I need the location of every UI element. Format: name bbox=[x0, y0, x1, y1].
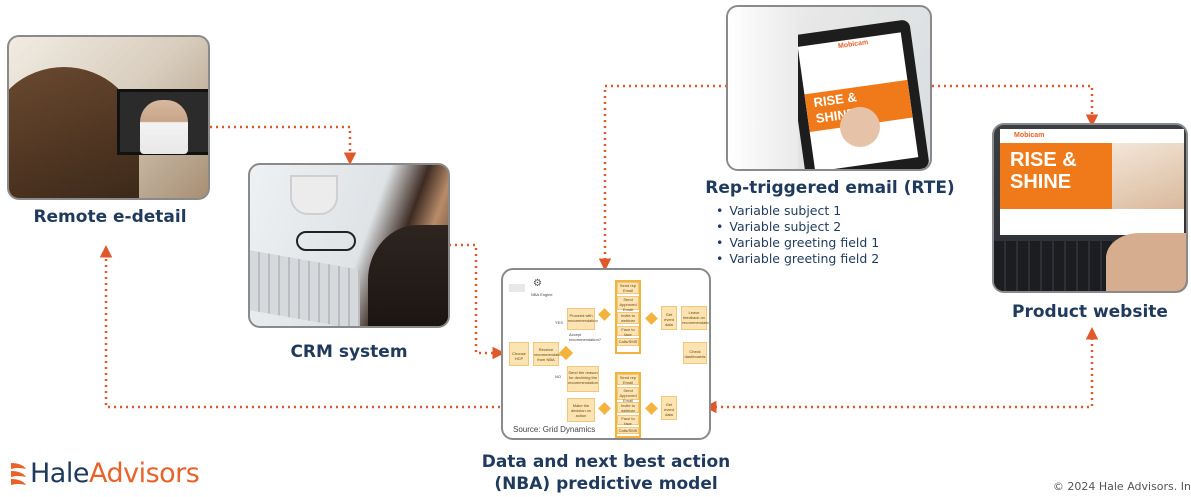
typing-hands bbox=[1106, 233, 1186, 291]
connector-crm-to-nba bbox=[449, 243, 505, 360]
flow-check: Check dashboards bbox=[683, 342, 707, 364]
flow-channel-group-top: Send rep Email Send Approved Email Invit… bbox=[615, 280, 641, 354]
product-website-label: Product website bbox=[1012, 302, 1168, 322]
flow-channel-group-bottom: Send rep Email Send Approved Email Invit… bbox=[615, 372, 641, 438]
rte-label: Rep-triggered email (RTE) bbox=[705, 178, 955, 198]
product-website-image: Mobicam RISE & SHINE bbox=[992, 123, 1188, 293]
logo-part2: Advisors bbox=[88, 458, 200, 489]
nba-source-note: Source: Grid Dynamics bbox=[513, 425, 596, 434]
flow-send-approved: Send Approved Email bbox=[617, 296, 639, 312]
remote-e-detail-image bbox=[7, 35, 210, 200]
tablet-brand: Mobicam bbox=[837, 39, 869, 51]
logo-wordmark: HaleAdvisors bbox=[30, 458, 200, 489]
nba-label-line2: (NBA) predictive model bbox=[494, 474, 718, 494]
flow-proceed: Proceed with recommendation bbox=[567, 308, 598, 330]
flow-decision-1 bbox=[558, 345, 574, 361]
remote-e-detail-label: Remote e-detail bbox=[33, 207, 187, 227]
flow-make-decision: Make the decision on action bbox=[567, 398, 595, 422]
flow-face: Face to face bbox=[617, 326, 639, 337]
rte-bullet: Variable subject 2 bbox=[716, 219, 879, 235]
laptop-screen bbox=[117, 89, 208, 155]
flow-engine-label: NBA Engine bbox=[531, 292, 553, 297]
flow-receive: Receive recommendation from NBA bbox=[533, 342, 564, 366]
website-headline-2: SHINE bbox=[1010, 171, 1072, 193]
rte-bullet: Variable subject 1 bbox=[716, 203, 879, 219]
rte-image: Mobicam RISE & SHINE bbox=[726, 5, 932, 171]
rte-bullet: Variable greeting field 2 bbox=[716, 251, 879, 267]
copyright-notice: © 2024 Hale Advisors. In bbox=[1052, 480, 1191, 493]
glasses bbox=[296, 231, 356, 251]
crm-system-image bbox=[248, 163, 450, 328]
hale-advisors-logo: HaleAdvisors bbox=[8, 458, 200, 489]
nba-model-image: ⚙ NBA Engine Choose HCP Receive recommen… bbox=[501, 268, 711, 440]
flow-send-reason: Send the reason for declining the recomm… bbox=[567, 366, 599, 392]
flow-yes: YES bbox=[555, 320, 564, 325]
doctor-arm bbox=[728, 7, 798, 169]
hand bbox=[840, 107, 880, 147]
flow-accept: Accept recommendation? bbox=[569, 332, 602, 342]
website-photo bbox=[1112, 143, 1184, 209]
tablet-screen: Mobicam RISE & SHINE bbox=[797, 32, 919, 169]
flow-calls-2: Calls/SMS bbox=[617, 427, 639, 434]
connector-nba-to-website bbox=[704, 327, 1099, 414]
flow-get-event-2: Get event data bbox=[661, 396, 677, 420]
flow-calls: Calls/SMS bbox=[617, 338, 639, 346]
flow-send-email: Send rep Email bbox=[617, 282, 639, 294]
doctor-on-screen bbox=[140, 100, 188, 154]
nba-engine-icon: ⚙ bbox=[533, 278, 542, 289]
flow-decision-5 bbox=[645, 402, 658, 415]
connector-nba-to-rte bbox=[598, 84, 726, 271]
keyboard bbox=[250, 250, 360, 326]
flow-leave-feedback: Leave feedback on recommendation bbox=[681, 306, 709, 330]
laptop-screen-website: Mobicam RISE & SHINE bbox=[1000, 129, 1184, 235]
flow-get-event: Get event data bbox=[661, 306, 677, 330]
flow-decision-4 bbox=[645, 312, 658, 325]
connector-rte-to-website bbox=[932, 84, 1099, 127]
rte-bullet-list: Variable subject 1 Variable subject 2 Va… bbox=[716, 203, 879, 267]
flow-start bbox=[509, 284, 525, 292]
flow-no: NO bbox=[555, 374, 561, 379]
flow-send-approved-2: Send Approved Email bbox=[617, 387, 639, 403]
connector-remote-to-crm bbox=[210, 125, 357, 165]
flow-invite: Invite to webinar bbox=[617, 312, 639, 324]
man-silhouette bbox=[368, 225, 448, 326]
flow-decision-3 bbox=[598, 402, 611, 415]
website-headline-1: RISE & bbox=[1010, 149, 1077, 171]
coffee-cup bbox=[290, 175, 338, 215]
flow-face-2: Face to face bbox=[617, 415, 639, 426]
rte-bullet: Variable greeting field 1 bbox=[716, 235, 879, 251]
nba-label-line1: Data and next best action bbox=[481, 452, 731, 472]
flow-decision-2 bbox=[598, 308, 611, 321]
crm-system-label: CRM system bbox=[290, 342, 408, 362]
flow-choose: Choose HCP bbox=[509, 342, 529, 366]
flow-send-email-2: Send rep Email bbox=[617, 374, 639, 385]
tablet: Mobicam RISE & SHINE bbox=[786, 19, 930, 169]
flow-invite-2: Invite to webinar bbox=[617, 402, 639, 413]
hale-advisors-mark-icon bbox=[11, 462, 26, 485]
logo-part1: Hale bbox=[30, 458, 89, 489]
website-brand: Mobicam bbox=[1014, 132, 1045, 139]
